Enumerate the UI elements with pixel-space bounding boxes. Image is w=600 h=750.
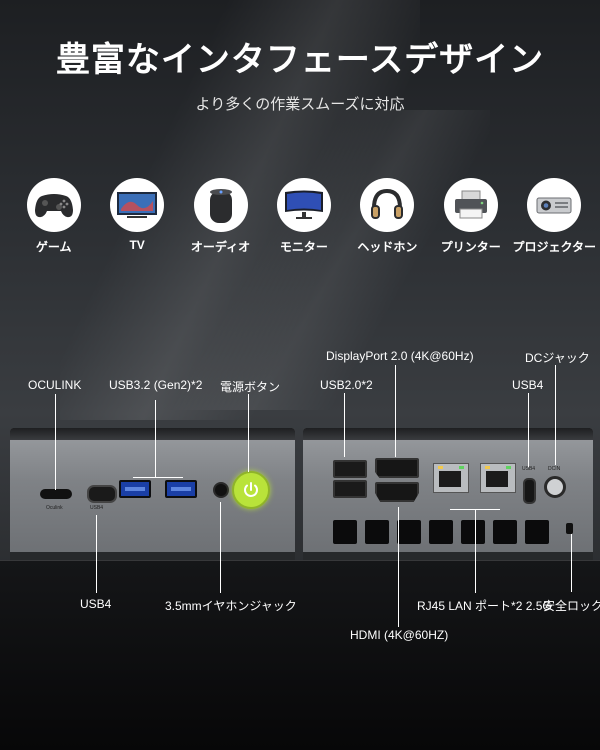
projector-icon [527, 178, 582, 232]
label-usb4-rear: USB4 [512, 378, 544, 392]
label-usb20: USB2.0*2 [320, 378, 373, 392]
usb4-port-caption: USB4 [90, 505, 104, 511]
label-displayport: DisplayPort 2.0 (4K@60Hz) [326, 349, 474, 363]
label-oculink: OCULINK [28, 378, 82, 392]
label-hdmi: HDMI (4K@60HZ) [350, 628, 449, 642]
front-panel-top [10, 428, 295, 440]
callout-line-usb20 [344, 393, 345, 457]
audio-jack [213, 482, 229, 498]
gamepad-icon [26, 178, 81, 232]
vent-slot [397, 520, 421, 544]
device-item-headphones: ヘッドホン [346, 178, 429, 255]
device-item-printer: プリンター [429, 178, 512, 255]
rj45-socket [439, 471, 461, 487]
security-lock-slot [566, 523, 573, 534]
device-item-game: ゲーム [12, 178, 95, 255]
rj45-port-2 [480, 463, 516, 493]
label-security-lock: 安全ロック [543, 599, 600, 613]
page-subtitle: より多くの作業スムーズに対応 [195, 96, 405, 113]
callout-line-hdmi [398, 507, 399, 627]
device-label: TV [129, 238, 145, 252]
usb20-port-2 [333, 480, 367, 498]
vent-slot [461, 520, 485, 544]
vent-slot [429, 520, 453, 544]
rear-panel-top [303, 428, 593, 440]
label-power-button: 電源ボタン [220, 380, 281, 394]
device-label: オーディオ [190, 240, 251, 254]
vent-slot [333, 520, 357, 544]
oculink-port-caption: Oculink [46, 505, 63, 511]
vent-slot [365, 520, 389, 544]
usb4-rear-port [523, 478, 536, 504]
label-usb32: USB3.2 (Gen2)*2 [109, 378, 203, 392]
label-dc-jack: DCジャック [525, 351, 590, 365]
device-icons-row: ゲーム TV オーディオ [12, 178, 596, 255]
label-audio-jack: 3.5mmイヤホンジャック [165, 599, 297, 613]
device-label: ヘッドホン [357, 240, 418, 254]
displayport-port [375, 458, 419, 478]
usb32-port-2 [165, 480, 197, 498]
vent-slot [493, 520, 517, 544]
rear-panel: USB4 DCIN [303, 428, 593, 560]
monitor-icon [276, 178, 331, 232]
activity-led [506, 466, 511, 469]
front-panel-base [10, 552, 295, 560]
rj45-socket [486, 471, 508, 487]
hdmi-port [375, 482, 419, 502]
headphones-icon [360, 178, 415, 232]
callout-line-usb32-bar [133, 477, 183, 478]
device-item-audio: オーディオ [179, 178, 262, 255]
callout-line-rj45 [475, 509, 476, 593]
front-panel: Oculink USB4 [10, 428, 295, 560]
usb20-port-1 [333, 460, 367, 478]
callout-line-oculink [55, 394, 56, 490]
rj45-port-1 [433, 463, 469, 493]
device-label: ゲーム [35, 240, 72, 254]
callout-line-dc [555, 365, 556, 465]
device-label: モニター [279, 240, 328, 254]
link-led [438, 466, 443, 469]
callout-line-power [248, 394, 249, 472]
label-rj45: RJ45 LAN ポート*2 2.5G [417, 599, 552, 613]
link-led [485, 466, 490, 469]
floor-edge [0, 560, 600, 561]
device-item-projector: プロジェクター [512, 178, 596, 255]
page-title: 豊富なインタフェースデザイン [55, 41, 545, 79]
callout-line-usb4-front [96, 515, 97, 593]
label-usb4-front: USB4 [80, 597, 112, 611]
power-icon [244, 482, 258, 497]
usb32-port-1 [119, 480, 151, 498]
device-item-monitor: モニター [262, 178, 345, 255]
device-label: プロジェクター [512, 240, 596, 254]
dc-jack [544, 476, 566, 498]
tv-icon [110, 178, 165, 232]
speaker-icon [193, 178, 248, 232]
power-button[interactable] [232, 471, 270, 509]
usb4-rear-caption: USB4 [522, 466, 536, 472]
dc-jack-caption: DCIN [548, 466, 561, 472]
callout-line-audio [220, 502, 221, 593]
oculink-port [40, 489, 72, 499]
activity-led [459, 466, 464, 469]
device-label: プリンター [440, 240, 501, 254]
device-item-tv: TV [95, 178, 178, 255]
printer-icon [443, 178, 498, 232]
callout-line-lock [571, 534, 572, 592]
callout-line-usb32 [155, 400, 156, 478]
callout-line-usb4-rear [528, 393, 529, 467]
callout-line-dp [395, 365, 396, 457]
light-beam [170, 110, 490, 410]
vent-slot [525, 520, 549, 544]
rear-panel-base [303, 552, 593, 560]
floor-shadow [0, 560, 600, 750]
usb4-port [87, 485, 117, 503]
